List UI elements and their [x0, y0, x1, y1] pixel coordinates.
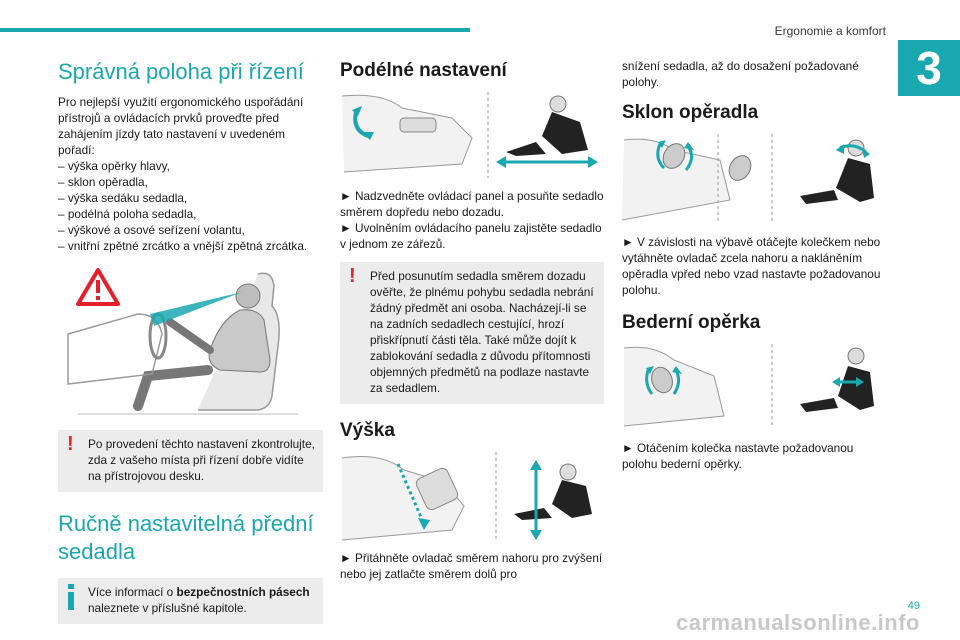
column-2: Podélné nastavení ► Nadzvedněte ovládací… [340, 50, 604, 582]
longitudinal-step-2: ► Uvolněním ovládacího panelu zajistěte … [340, 221, 602, 251]
heading-lumbar: Bederní opěrka [622, 312, 761, 333]
list-item: – sklon opěradla, [58, 175, 148, 189]
exclamation-icon: ! [67, 433, 74, 455]
top-accent-bar [0, 28, 470, 32]
list-item: – výška opěrky hlavy, [58, 159, 170, 173]
exclamation-icon: ! [349, 265, 356, 287]
longitudinal-illustration [340, 92, 604, 178]
list-item: – podélná poloha sedadla, [58, 207, 197, 221]
warning-text: Po provedení těchto nastavení zkontroluj… [88, 437, 315, 483]
info-text-post: naleznete v příslušné kapitole. [88, 601, 247, 615]
info-box-seatbelts: Více informací o bezpečnostních pásech n… [58, 578, 323, 624]
column-1: Správná poloha při řízení Pro nejlepší v… [58, 50, 323, 624]
height-illustration [340, 452, 604, 542]
warning-triangle-icon [76, 268, 120, 306]
column-3: snížení sedadla, až do dosažení požadova… [621, 50, 882, 472]
adjustment-list: – výška opěrky hlavy, – sklon opěradla, … [58, 158, 323, 254]
heading-manual-seats: Ručně nastavitelná přední sedadla [58, 511, 314, 564]
heading-driving-position: Správná poloha při řízení [58, 59, 304, 84]
info-text-bold: bezpečnostních pásech [176, 585, 310, 599]
list-item: – výškové a osové seřízení volantu, [58, 223, 245, 237]
warning-text: Před posunutím sedadla směrem dozadu ově… [370, 269, 594, 395]
info-text-pre: Více informací o [88, 585, 177, 599]
chapter-badge: 3 [898, 40, 960, 96]
list-item: – výška sedáku sedadla, [58, 191, 188, 205]
watermark-brand: carmanualsonline.info [676, 610, 920, 635]
lumbar-illustration [622, 344, 882, 428]
warning-box-visibility: ! Po provedení těchto nastavení zkontrol… [58, 430, 323, 492]
info-icon [68, 584, 74, 610]
heading-backrest-tilt: Sklon opěradla [622, 102, 759, 123]
intro-text: Pro nejlepší využití ergonomického uspoř… [58, 95, 304, 157]
heading-longitudinal: Podélné nastavení [340, 60, 507, 81]
backrest-tilt-step: ► V závislosti na výbavě otáčejte kolečk… [622, 235, 881, 297]
lumbar-step: ► Otáčením kolečka nastavte požadovanou … [622, 441, 854, 471]
height-step: ► Přitáhněte ovladač směrem nahoru pro z… [340, 551, 603, 581]
heading-height: Výška [340, 420, 395, 441]
backrest-tilt-illustration [621, 134, 882, 224]
section-title: Ergonomie a komfort [774, 24, 886, 38]
height-step-continued: snížení sedadla, až do dosažení požadova… [622, 59, 859, 89]
warning-box-seat-move: ! Před posunutím sedadla směrem dozadu o… [340, 262, 604, 404]
driving-position-illustration [58, 264, 323, 424]
longitudinal-step-1: ► Nadzvedněte ovládací panel a posuňte s… [340, 189, 604, 219]
page-number: 49 [907, 600, 920, 612]
list-item: – vnitřní zpětné zrcátko a vnější zpětná… [58, 239, 308, 253]
